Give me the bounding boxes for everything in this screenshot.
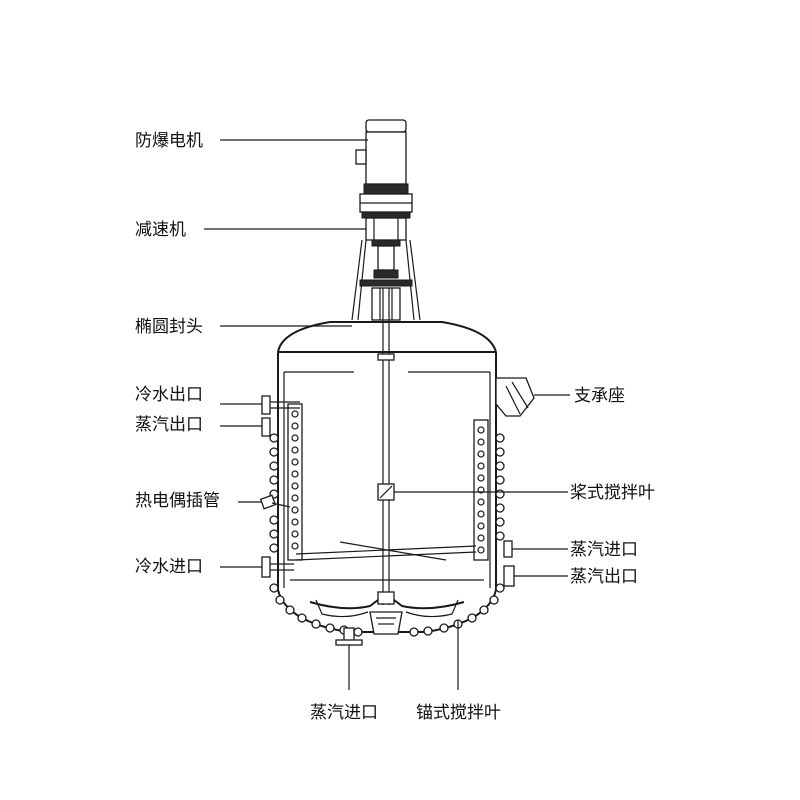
label-support-seat: 支承座 (574, 386, 625, 406)
thermocouple-nozzle (259, 494, 291, 510)
label-steam-inlet-bottom: 蒸汽进口 (310, 703, 378, 723)
jacket-coil-left (269, 433, 335, 633)
label-reducer: 减速机 (135, 220, 186, 240)
vessel-body (269, 321, 505, 637)
leader-lines (204, 139, 570, 690)
steam-outlet-right-nozzle (503, 565, 515, 587)
label-steam-inlet-right: 蒸汽进口 (570, 540, 638, 560)
cooling-water-outlet-nozzle (261, 395, 300, 415)
paddle-agitator (295, 483, 477, 561)
label-cooling-water-inlet: 冷水进口 (135, 557, 203, 577)
label-motor: 防爆电机 (135, 131, 203, 151)
label-elliptical-head: 椭圆封头 (135, 317, 203, 337)
label-steam-outlet-right: 蒸汽出口 (570, 567, 638, 587)
explosion-proof-motor (355, 119, 413, 213)
steam-inlet-right-nozzle (503, 540, 513, 558)
jacket-coil-bottom (339, 625, 419, 637)
jacket-coil-right (423, 433, 505, 636)
agitator-shaft (377, 288, 395, 605)
label-cooling-water-outlet: 冷水出口 (135, 385, 203, 405)
reducer (351, 211, 421, 321)
label-thermocouple-tube: 热电偶插管 (135, 491, 220, 511)
bottom-steam-inlet-nozzle (335, 627, 363, 646)
inner-coil-right (473, 419, 489, 561)
label-paddle-agitator: 桨式搅拌叶 (570, 483, 655, 503)
label-steam-outlet-left: 蒸汽出口 (135, 415, 203, 435)
bottom-discharge-valve (369, 611, 403, 635)
steam-outlet-left-nozzle (261, 417, 271, 437)
anchor-agitator (309, 591, 465, 618)
label-anchor-agitator: 锚式搅拌叶 (416, 703, 501, 723)
support-seat (495, 377, 535, 417)
inner-coil-left (287, 403, 303, 561)
